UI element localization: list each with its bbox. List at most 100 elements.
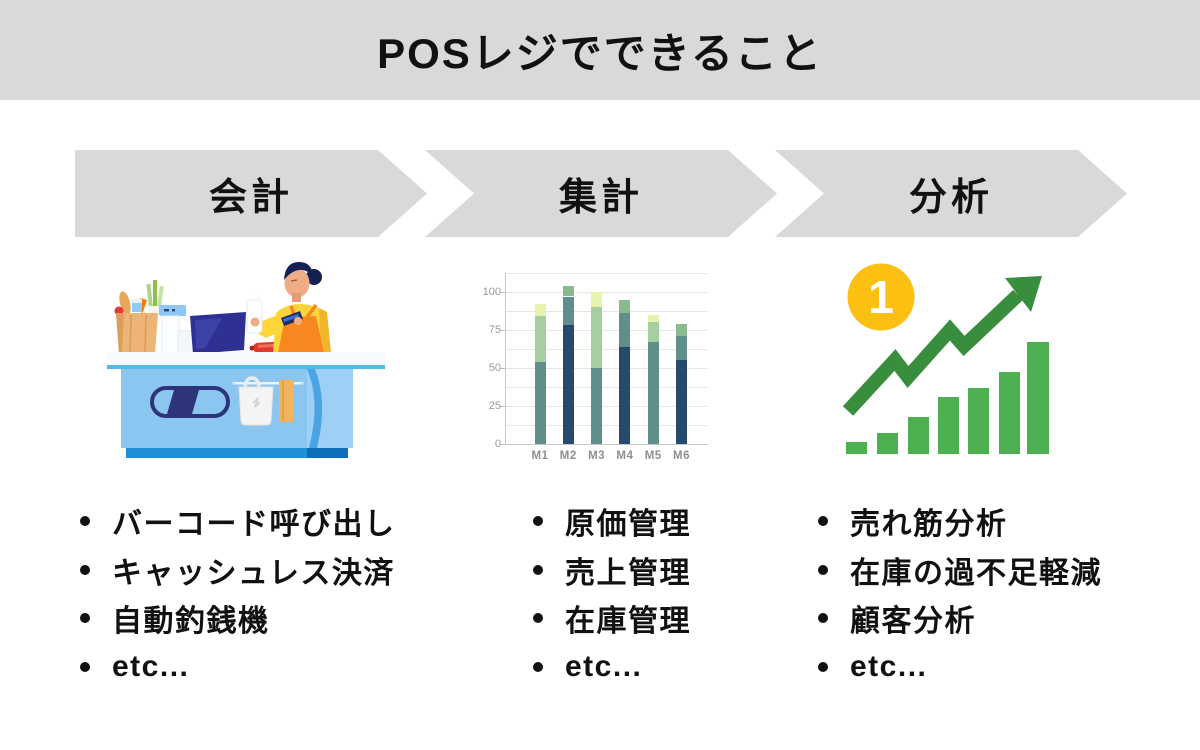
number-badge-circle <box>847 263 915 331</box>
page-title: POSレジでできること <box>377 29 823 77</box>
bar-M1-segment-middle <box>534 316 546 362</box>
list-item: 自動釣銭機 <box>80 594 396 643</box>
y-axis-tick-mark <box>500 292 505 293</box>
barcode-scanner <box>281 311 303 326</box>
list-item: etc... <box>818 643 1102 692</box>
bar-M3-segment-middle <box>591 307 603 368</box>
y-axis-tick-label: 75 <box>488 324 501 336</box>
chart-gridline <box>506 387 708 388</box>
process-arrows <box>75 150 1127 237</box>
growth-arrow-line <box>842 289 1023 416</box>
y-axis-line <box>505 273 506 445</box>
bar-M1-segment-top <box>534 304 546 317</box>
chart-gridline <box>506 330 708 331</box>
title-band: POSレジでできること <box>0 0 1200 100</box>
y-axis-tick-label: 0 <box>494 438 501 450</box>
arrow-shape-3 <box>775 150 1127 237</box>
bar-M2-segment-top <box>562 285 574 297</box>
plastic-bag <box>238 376 274 426</box>
list-item: 在庫管理 <box>533 594 691 643</box>
bullet-icon <box>533 564 543 575</box>
x-axis-label-M4: M4 <box>616 450 634 462</box>
chart-gridline <box>506 311 708 312</box>
bar-M5-segment-top <box>647 314 659 323</box>
cashier-illustration <box>107 262 385 458</box>
towel <box>279 380 294 422</box>
step-label-shukei: 集計 <box>558 177 643 219</box>
step-label-bunseki: 分析 <box>908 177 993 219</box>
bar-M5-segment-middle <box>647 322 659 343</box>
y-axis-tick-mark <box>500 444 505 445</box>
list-item: キャッシュレス決済 <box>80 546 396 595</box>
bullet-icon <box>80 516 90 527</box>
chart-gridline <box>506 425 708 426</box>
arrow-shapes <box>75 150 1127 237</box>
bullet-icon <box>533 516 543 527</box>
list-item: etc... <box>533 643 691 692</box>
bullet-list-shukei: 原価管理 売上管理 在庫管理 etc... <box>533 497 691 691</box>
bullet-icon <box>818 564 828 575</box>
paper-bag <box>116 313 158 354</box>
growth-bars <box>846 342 1049 454</box>
bullet-list-kaikei: バーコード呼び出し キャッシュレス決済 自動釣銭機 etc... <box>80 497 396 691</box>
groceries <box>114 280 164 319</box>
receipt-printer <box>159 305 195 355</box>
y-axis-tick-mark <box>500 330 505 331</box>
list-item: etc... <box>80 643 396 692</box>
bar-M4-segment-middle <box>619 313 631 347</box>
cash-drawer <box>150 386 230 418</box>
list-item: 売れ筋分析 <box>818 497 1102 546</box>
bar-M6-segment-middle <box>676 336 687 361</box>
x-axis-label-M1: M1 <box>531 450 549 462</box>
chart-gridline <box>506 349 708 350</box>
bullet-icon <box>818 613 828 624</box>
bar-M2-segment-middle <box>562 296 574 326</box>
cashier-person <box>246 262 331 353</box>
arrow-shape-2 <box>425 150 777 237</box>
bullet-icon <box>80 564 90 575</box>
y-axis-tick-label: 50 <box>488 362 501 374</box>
checkout-counter <box>107 352 385 458</box>
bullet-icon <box>533 662 543 673</box>
bar-M6-segment-top <box>676 323 687 337</box>
bar-M3-segment-bottom <box>591 368 603 444</box>
list-item: 顧客分析 <box>818 594 1102 643</box>
growth-arrow-head <box>1005 276 1042 312</box>
chart-gridline <box>506 273 708 274</box>
bullet-icon <box>818 516 828 527</box>
list-item: バーコード呼び出し <box>80 497 396 546</box>
bullet-list-bunseki: 売れ筋分析 在庫の過不足軽減 顧客分析 etc... <box>818 497 1102 691</box>
bar-M1-segment-bottom <box>534 361 546 444</box>
bar-M2-segment-bottom <box>562 325 574 444</box>
apron <box>278 316 324 353</box>
chart-gridline <box>506 368 708 369</box>
y-axis-tick-mark <box>500 406 505 407</box>
bullet-icon <box>80 613 90 624</box>
list-item: 売上管理 <box>533 546 691 595</box>
step-label-kaikei: 会計 <box>208 177 293 219</box>
list-item: 在庫の過不足軽減 <box>818 546 1102 595</box>
list-item: 原価管理 <box>533 497 691 546</box>
number-badge-text: 1 <box>868 271 894 323</box>
y-axis-tick-mark <box>500 368 505 369</box>
y-axis-tick-label: 100 <box>482 286 501 298</box>
chart-gridline <box>506 406 708 407</box>
bar-M3-segment-top <box>591 292 603 308</box>
chart-gridline <box>506 444 708 445</box>
x-axis-label-M3: M3 <box>588 450 606 462</box>
milk-bottle <box>246 294 263 334</box>
chart-gridline <box>506 292 708 293</box>
bar-M4-segment-top <box>619 299 631 314</box>
bullet-icon <box>80 662 90 673</box>
bar-M4-segment-bottom <box>619 346 631 444</box>
bullet-icon <box>533 613 543 624</box>
bar-M6-segment-bottom <box>676 360 687 444</box>
bar-M5-segment-bottom <box>647 342 659 444</box>
x-axis-label-M5: M5 <box>644 450 662 462</box>
arrow-shape-1 <box>75 150 427 237</box>
y-axis-tick-label: 25 <box>488 400 501 412</box>
bullet-icon <box>818 662 828 673</box>
x-axis-label-M6: M6 <box>673 450 690 462</box>
growth-chart-illustration: 1 <box>842 263 1049 454</box>
